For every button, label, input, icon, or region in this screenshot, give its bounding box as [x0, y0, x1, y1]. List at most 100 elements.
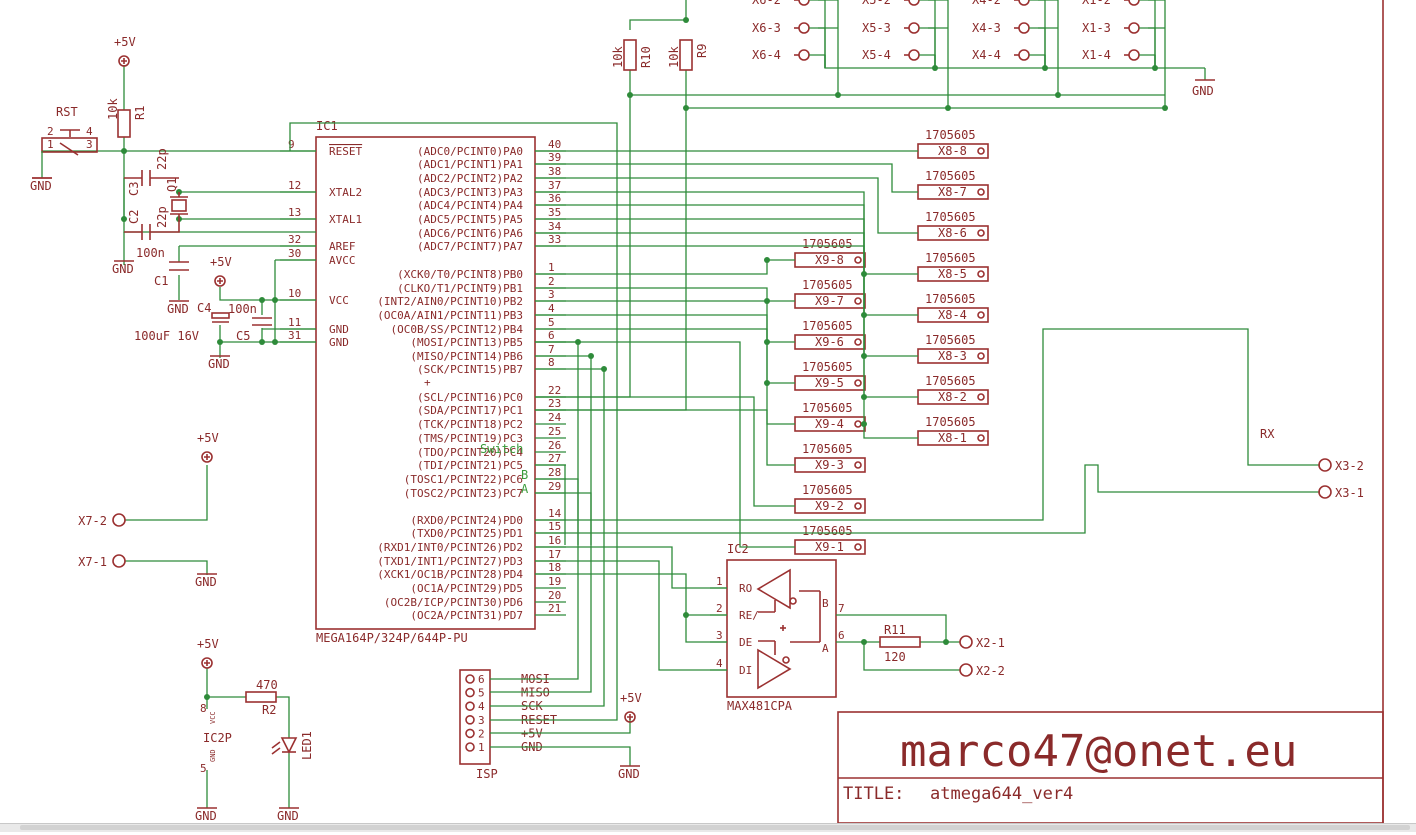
x8-pin	[977, 311, 985, 319]
terminal-label: X2-1	[976, 636, 1005, 650]
title-value: atmega644_ver4	[930, 784, 1073, 804]
ic1-pin-number: 38	[548, 165, 561, 178]
c3-capacitor[interactable]: C3 22p	[124, 148, 179, 196]
r10-value: 10k	[611, 46, 625, 68]
c1-value: 100n	[136, 246, 165, 260]
x8-label: X8-6	[938, 226, 967, 240]
led1[interactable]: LED1	[271, 731, 314, 760]
isp-pin	[465, 687, 475, 698]
r1-resistor[interactable]: 10k R1	[106, 98, 147, 138]
ic1-pin-name: (OC2B/ICP/PCINT30)PD6	[384, 596, 523, 609]
ic2-pin-name: DI	[739, 664, 752, 677]
c4-capacitor[interactable]: C4 100uF 16V	[134, 301, 230, 343]
x8-label: X8-3	[938, 349, 967, 363]
ic1-pin-number: 21	[548, 602, 561, 615]
c2-value: 22p	[155, 206, 169, 228]
ic2-pin-name: B	[822, 597, 829, 610]
top-connector-wire	[809, 0, 826, 68]
x9-value: 1705605	[802, 237, 853, 251]
rst-switch[interactable]: RST 2 4 1 3	[32, 105, 98, 179]
isp-pin	[465, 714, 475, 725]
x9-pin	[854, 502, 862, 510]
c2-capacitor[interactable]: C2 22p	[124, 206, 180, 240]
ic2-pin-number: 7	[838, 602, 845, 615]
ic2-pin-name: A	[822, 642, 829, 655]
rst-body	[41, 137, 98, 153]
top-connector-wire	[1139, 0, 1156, 68]
ic1-pin-number: 35	[548, 206, 561, 219]
r2-resistor[interactable]: 470 R2	[245, 678, 278, 717]
ic1-pin-number: 39	[548, 151, 561, 164]
rst-pin4: 4	[86, 125, 93, 138]
ic2p-pin5: 5	[200, 762, 207, 775]
ic1-pin-name: (TMS/PCINT19)PC3	[417, 432, 523, 445]
net-b-label: B	[521, 468, 528, 482]
ic1-pin-name: (OC1A/PCINT29)PD5	[410, 582, 523, 595]
scrollbar-thumb[interactable]	[20, 825, 1410, 830]
rst-ref: RST	[56, 105, 78, 119]
ic1-pin-number: 32	[288, 233, 301, 246]
x9-value: 1705605	[802, 401, 853, 415]
r2-value: 470	[256, 678, 278, 692]
rx-label: RX	[1260, 427, 1275, 441]
x9-pin	[854, 543, 862, 551]
isp-pin-number: 3	[478, 714, 485, 727]
top-connector-wire	[1029, 0, 1046, 68]
rst-pin3: 3	[86, 138, 93, 151]
ic1-pin-number: 37	[548, 179, 561, 192]
x9-label: X9-1	[815, 540, 844, 554]
ic1-pin-name: XTAL2	[329, 186, 362, 199]
x9-pin	[854, 297, 862, 305]
r9-value: 10k	[667, 46, 681, 68]
top-connector-wire	[919, 27, 936, 68]
terminal-circle	[1318, 485, 1332, 499]
vcc-symbol	[118, 55, 130, 67]
x8-label: X8-4	[938, 308, 967, 322]
r11-resistor[interactable]: R11 120	[879, 623, 921, 664]
terminal-label: X3-2	[1335, 459, 1364, 473]
horizontal-scrollbar[interactable]	[0, 823, 1416, 832]
x8-value: 1705605	[925, 210, 976, 224]
r10-resistor[interactable]: 10k R10	[611, 39, 653, 71]
ic1-pin-name: (ADC7/PCINT7)PA7	[417, 240, 523, 253]
x9-connectors: 1705605X9-81705605X9-71705605X9-61705605…	[794, 237, 866, 555]
c5-capacitor[interactable]: 100n C5	[228, 302, 272, 343]
ic1-pin-number: 29	[548, 480, 561, 493]
ic1-pin-name: (OC2A/PCINT31)PD7	[410, 609, 523, 622]
x9-pin	[854, 256, 862, 264]
x8-label: X8-1	[938, 431, 967, 445]
wires-porta	[535, 150, 918, 548]
ic1-pin-number: 26	[548, 439, 561, 452]
vcc-label: +5V	[197, 637, 219, 651]
x9-value: 1705605	[802, 319, 853, 333]
ic2-pin-number: 6	[838, 629, 845, 642]
isp-pin-number: 1	[478, 741, 485, 754]
ic1-pin-name: (TXD1/INT1/PCINT27)PD3	[377, 555, 523, 568]
ic2-pin-name: RO	[739, 582, 752, 595]
top-connector-wire	[809, 54, 826, 68]
ic1-pin-number: 3	[548, 288, 555, 301]
ic2-ref: IC2	[727, 542, 749, 556]
c1-capacitor[interactable]: 100n C1	[136, 246, 189, 288]
ic1-pin-number: 16	[548, 534, 561, 547]
q1-crystal[interactable]: Q1	[165, 178, 188, 219]
ic1-microcontroller[interactable]: IC1 MEGA164P/324P/644P-PU 9RESET12XTAL21…	[280, 119, 566, 645]
top-connector-terminal	[908, 0, 920, 6]
wires-power	[121, 65, 316, 358]
gnd-label: GND	[208, 357, 230, 371]
ic1-pin-name: (SCK/PCINT15)PB7	[417, 363, 523, 376]
ic2-pin-number: 4	[716, 657, 723, 670]
vcc-symbol	[624, 711, 636, 723]
r9-resistor[interactable]: 10k R9	[667, 39, 709, 71]
ic1-pin-name: (TCK/PCINT18)PC2	[417, 418, 523, 431]
terminal-circle	[112, 554, 126, 568]
x9-label: X9-6	[815, 335, 844, 349]
ic1-pin-name: (ADC1/PCINT1)PA1	[417, 158, 523, 171]
rst-pin1: 1	[47, 138, 54, 151]
receiver-triangle	[756, 568, 791, 610]
ic2-pin-name: RE/	[739, 609, 759, 622]
